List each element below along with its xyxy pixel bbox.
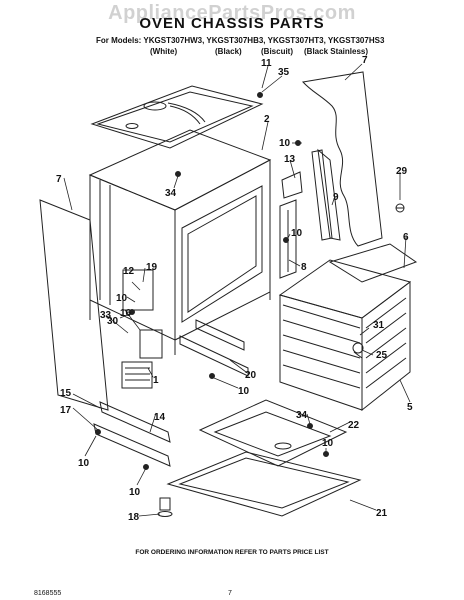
callout-7: 7 [362, 55, 368, 66]
callout-10f: 10 [322, 438, 334, 449]
document-number: 8168555 [34, 590, 62, 597]
bracket-20 [179, 319, 249, 377]
fitting-29 [395, 203, 405, 213]
callout-9: 9 [333, 192, 339, 203]
callout-13: 13 [284, 154, 296, 165]
callout-labels: 11 35 7 2 10 13 29 9 34 7 6 10 8 19 12 1… [56, 55, 413, 523]
callout-10e: 10 [78, 458, 90, 469]
leveling-leg [157, 497, 173, 517]
page-title: OVEN CHASSIS PARTS [139, 15, 325, 32]
hinge-parts [279, 148, 341, 279]
page-number: 7 [228, 590, 232, 597]
insulation-right [302, 71, 383, 247]
callout-33: 33 [100, 310, 112, 321]
callout-2: 2 [264, 114, 270, 125]
callout-35: 35 [278, 67, 290, 78]
callout-18: 18 [128, 512, 140, 523]
oven-cavity [278, 243, 418, 412]
callout-8: 8 [301, 262, 307, 273]
rail-17 [93, 423, 171, 467]
callout-29: 29 [396, 166, 408, 177]
watermark: AppliancePartsPros.com [108, 2, 356, 24]
callout-12: 12 [123, 266, 135, 277]
callout-30: 30 [107, 316, 119, 327]
oven-top-cover [90, 85, 264, 149]
callout-10c: 10 [116, 293, 128, 304]
callout-31: 31 [373, 320, 385, 331]
callout-10: 10 [279, 138, 291, 149]
callout-20: 20 [245, 370, 257, 381]
ordering-note: FOR ORDERING INFORMATION REFER TO PARTS … [135, 549, 329, 556]
broiler-pan [198, 399, 348, 467]
callout-19: 19 [146, 262, 158, 273]
callout-21: 21 [376, 508, 388, 519]
callout-11: 11 [261, 58, 272, 69]
callout-25: 25 [376, 350, 388, 361]
rail-15 [99, 401, 171, 443]
callout-10b: 10 [291, 228, 303, 239]
color-black: (Black) [215, 47, 242, 56]
leader-lines [63, 63, 411, 517]
callout-15: 15 [60, 388, 72, 399]
callout-10d: 10 [238, 386, 250, 397]
callout-34: 34 [165, 188, 177, 199]
insulation-left [39, 199, 109, 411]
bracket-assembly [121, 269, 163, 389]
drawer-base [166, 451, 362, 517]
screws [95, 92, 329, 470]
callout-22: 22 [348, 420, 360, 431]
callout-16: 16 [120, 308, 132, 319]
callout-5: 5 [407, 402, 413, 413]
callout-6: 6 [403, 232, 409, 243]
callout-1: 1 [153, 375, 159, 386]
models-label: For Models: YKGST307HW3, YKGST307HB3, YK… [96, 36, 385, 45]
callout-14: 14 [154, 412, 166, 423]
callout-34b: 34 [296, 410, 308, 421]
oven-chassis [88, 129, 272, 355]
color-white: (White) [150, 47, 178, 56]
color-black-stainless: (Black Stainless) [304, 47, 369, 56]
callout-17: 17 [60, 405, 72, 416]
color-biscuit: (Biscuit) [261, 47, 293, 56]
callout-7b: 7 [56, 174, 62, 185]
callout-10g: 10 [129, 487, 141, 498]
